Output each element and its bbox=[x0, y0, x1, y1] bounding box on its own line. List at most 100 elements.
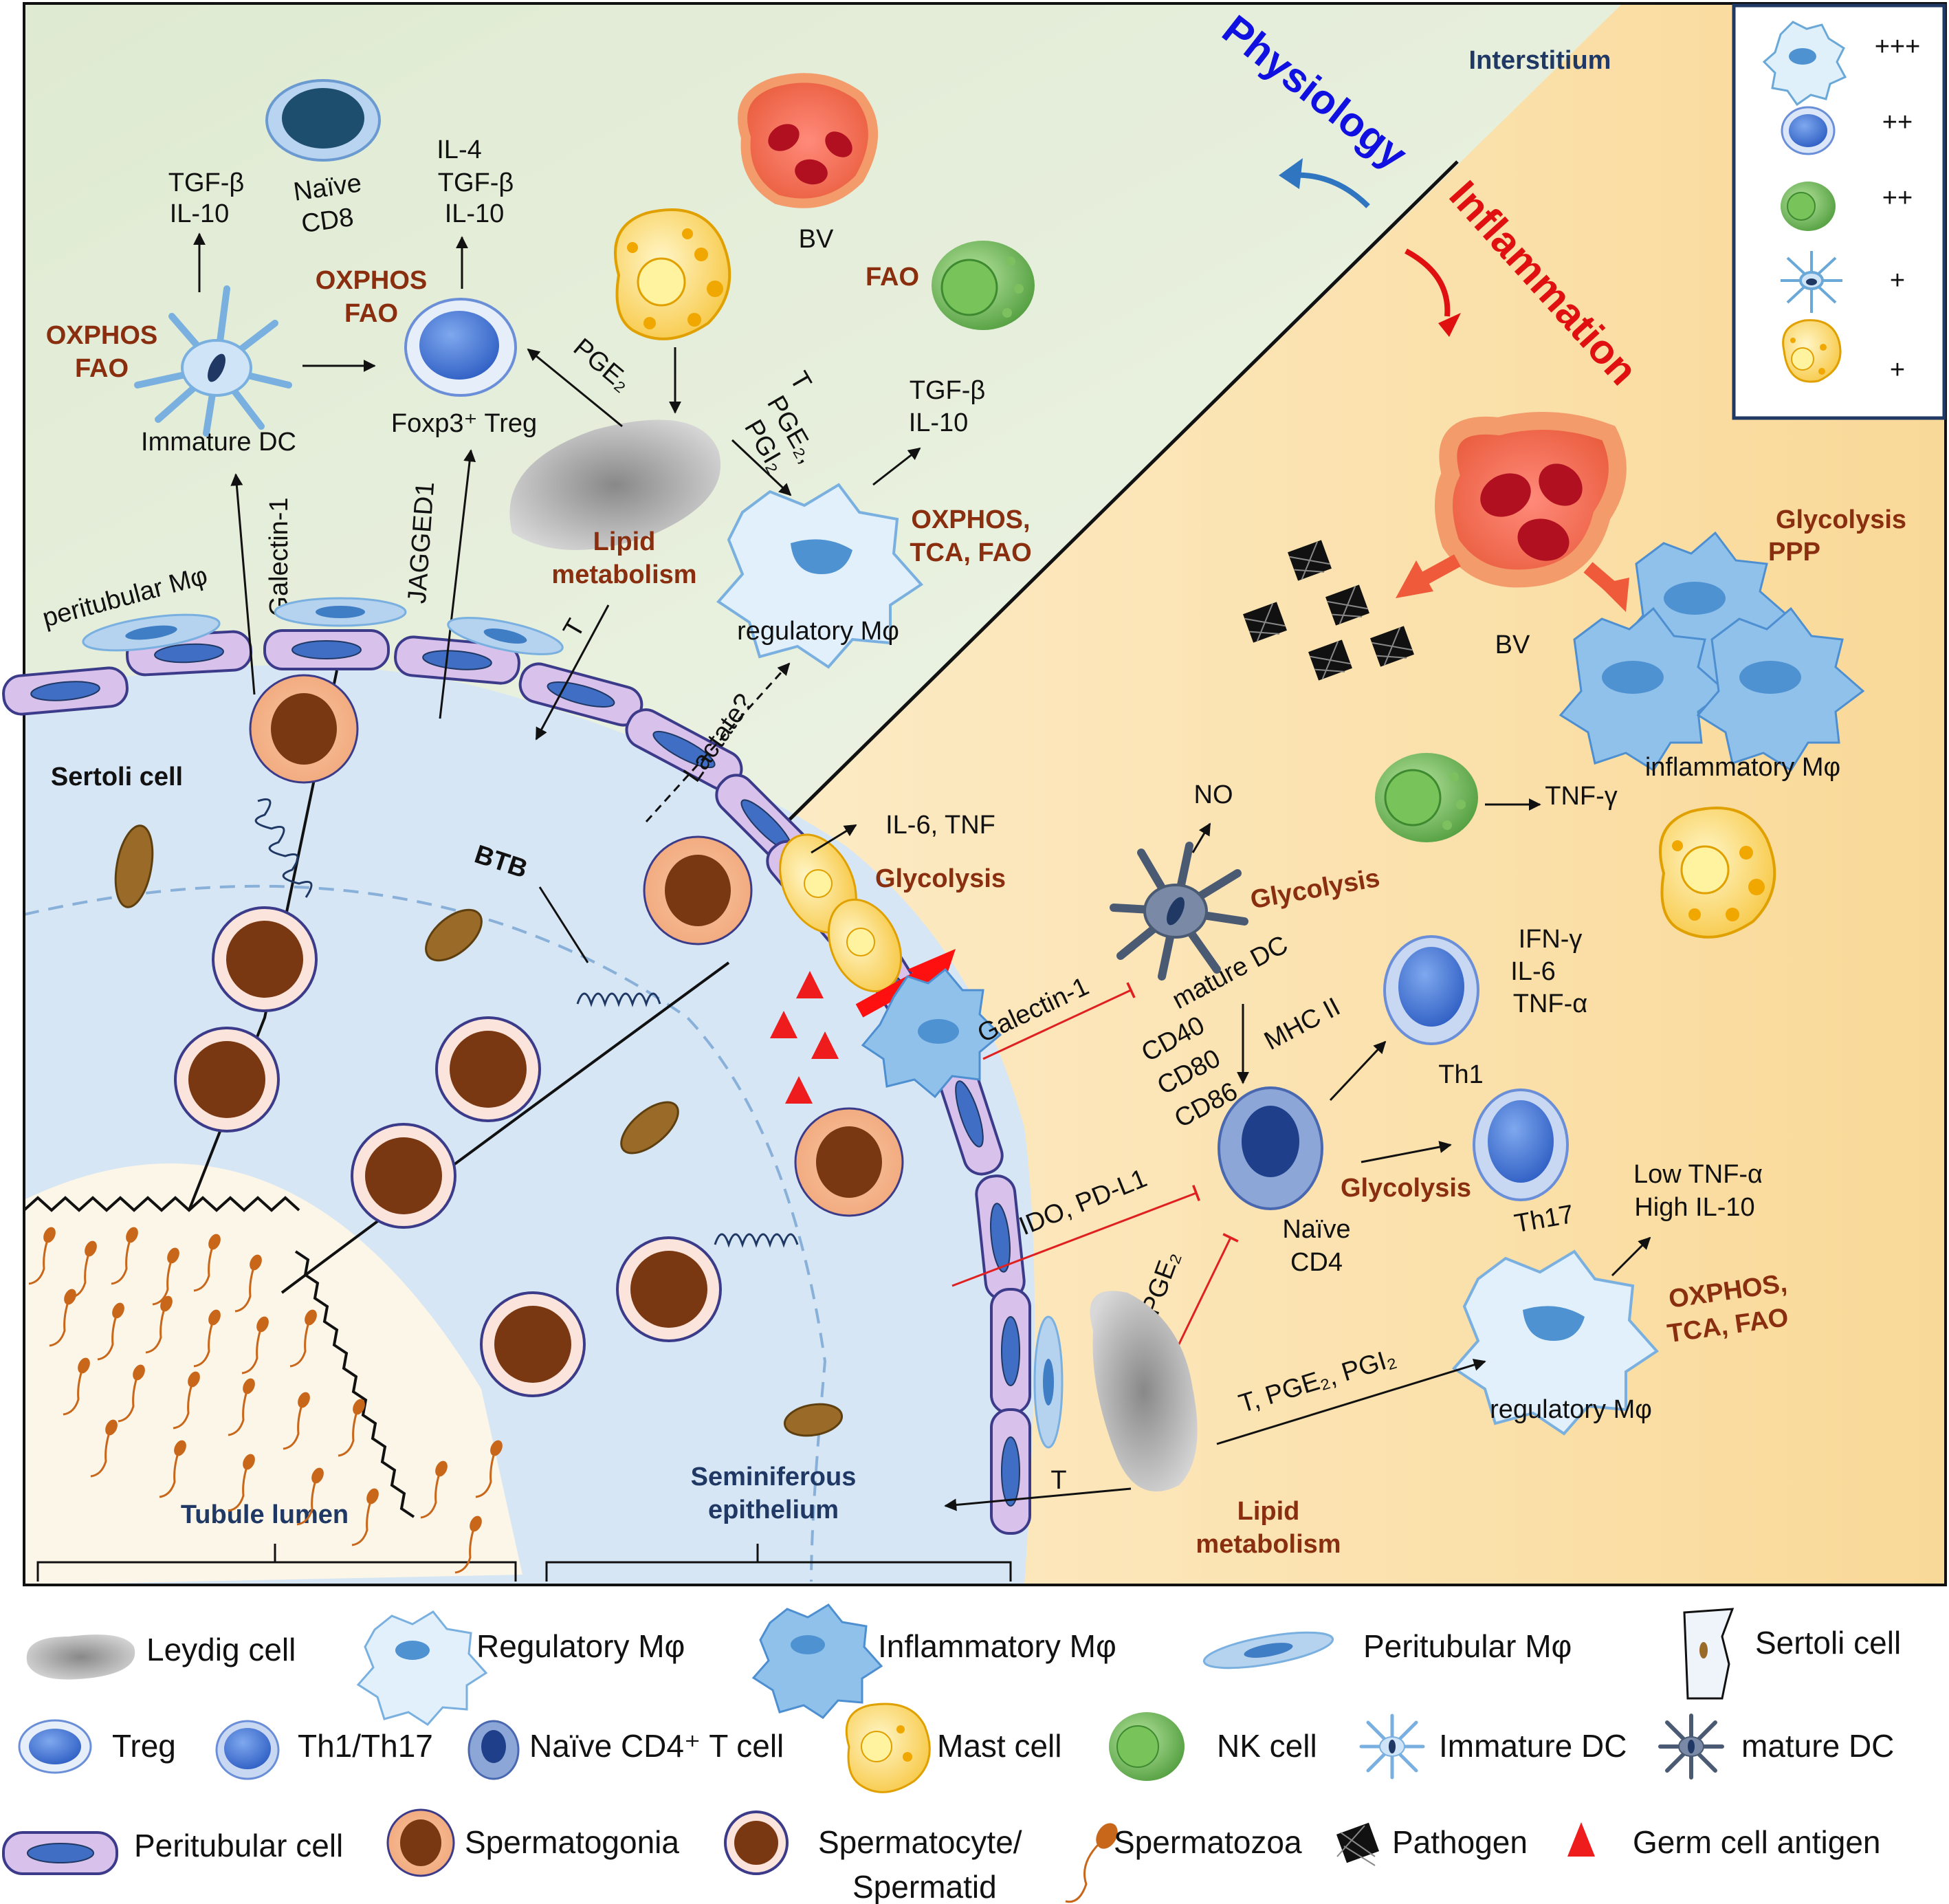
main-frame bbox=[23, 2, 1947, 1586]
pathogen bbox=[1243, 602, 1287, 643]
btb-junctions bbox=[254, 798, 799, 1248]
naive-cd4-label-1: Naïve bbox=[1282, 1215, 1350, 1244]
leydig-to-tubule-infl bbox=[944, 1487, 1132, 1511]
il6-label: IL-6 bbox=[1510, 957, 1555, 986]
spermatozoon bbox=[28, 1227, 56, 1285]
mast-cell-phys bbox=[614, 208, 731, 340]
dc-oxphos: OXPHOS bbox=[46, 321, 158, 350]
sertoli-cell-label: Sertoli cell bbox=[51, 763, 183, 791]
spermatozoon bbox=[296, 1467, 324, 1526]
spermatozoon bbox=[351, 1488, 379, 1546]
spermatozoon bbox=[152, 1247, 179, 1306]
legend-peritubular-mphi: Peritubular Mφ bbox=[1363, 1628, 1572, 1664]
galectin-arrow bbox=[230, 473, 256, 695]
regulatory-mphi-infl bbox=[1451, 1249, 1660, 1436]
regmphi-infl-arrow bbox=[1611, 1236, 1651, 1277]
bv-label-infl: BV bbox=[1495, 631, 1530, 659]
bv-arrow-left-head bbox=[1396, 560, 1433, 598]
peritubular-cell bbox=[990, 1408, 1031, 1535]
legend-inflmphi-icon bbox=[751, 1604, 883, 1719]
spermatozoon bbox=[145, 1295, 173, 1354]
legend-treg: Treg bbox=[112, 1728, 176, 1764]
legend-sertoli: Sertoli cell bbox=[1755, 1625, 1901, 1661]
legend-spermatozoa-icon bbox=[1065, 1823, 1118, 1903]
leydig-lipid-2: metabolism bbox=[551, 560, 696, 589]
treg-oxphos: OXPHOS bbox=[316, 266, 428, 295]
spermatozoon bbox=[475, 1440, 503, 1498]
ido-inhibition bbox=[951, 1185, 1200, 1287]
bv-arrow-right bbox=[1583, 562, 1617, 593]
legend-antigen-icon bbox=[1567, 1822, 1595, 1857]
leydig-to-treg-arrow bbox=[527, 348, 623, 428]
legend-mast: Mast cell bbox=[937, 1728, 1061, 1764]
legend-th: Th1/Th17 bbox=[298, 1728, 433, 1764]
legend-spermatozoa: Spermatozoa bbox=[1114, 1824, 1302, 1860]
regmphi-cytokine-arrow bbox=[872, 447, 921, 486]
leydig-to-regmphi-infl bbox=[1216, 1359, 1486, 1445]
spermatozoon bbox=[228, 1454, 255, 1512]
low-tnf-label: Low TNF-α bbox=[1633, 1160, 1763, 1189]
legend-naive-cd4: Naïve CD4⁺ T cell bbox=[529, 1728, 784, 1764]
legend-immature-dc-icon bbox=[1359, 1714, 1425, 1780]
seminiferous-label-1: Seminiferous bbox=[691, 1463, 857, 1491]
blood-vessel-phys bbox=[738, 73, 878, 208]
cd4-glycolysis: Glycolysis bbox=[1341, 1174, 1471, 1203]
dashed-boundary bbox=[23, 884, 827, 1582]
pathogens bbox=[1243, 540, 1414, 681]
galectin-inhibition bbox=[982, 982, 1136, 1060]
peritubular-mphi-right bbox=[1033, 1315, 1064, 1449]
bv-arrow-left bbox=[1416, 554, 1461, 587]
mast-glycolysis: Glycolysis bbox=[875, 864, 1006, 893]
treg-il4: IL-4 bbox=[437, 135, 481, 164]
regmphi-oxphos: OXPHOS, bbox=[911, 505, 1030, 534]
spermatozoon bbox=[118, 1364, 145, 1423]
leydig-to-sertoli-arrow bbox=[535, 604, 610, 741]
spermatogonium bbox=[249, 674, 359, 784]
spermatozoon bbox=[241, 1316, 269, 1375]
legend-mature-dc-icon bbox=[1658, 1714, 1724, 1780]
germ-cells bbox=[174, 674, 904, 1397]
nk-cell-infl bbox=[1375, 753, 1478, 842]
cd4-to-th1-arrow bbox=[1329, 1040, 1387, 1102]
blood-vessel-infl bbox=[1435, 412, 1627, 588]
btb-pointer bbox=[538, 886, 589, 963]
leydig-infl-lipid-1: Lipid bbox=[1237, 1497, 1300, 1526]
legend-antigen: Germ cell antigen bbox=[1633, 1824, 1881, 1860]
spermatozoon bbox=[173, 1371, 200, 1430]
regmphi-tca: TCA, FAO bbox=[910, 538, 1031, 567]
foxp3-treg-label: Foxp3⁺ Treg bbox=[391, 409, 537, 438]
legend-peritubular-mphi-icon bbox=[1202, 1631, 1334, 1670]
legend-row-2: ++ bbox=[1882, 108, 1913, 137]
mature-dc-cell bbox=[1110, 842, 1248, 981]
leydig-to-regmphi-arrow bbox=[731, 439, 792, 496]
treg-icon bbox=[1781, 106, 1836, 155]
reg-mphi-phys-label: regulatory Mφ bbox=[737, 617, 899, 646]
lactate-dashed-arrow bbox=[645, 662, 791, 823]
mast-cells-infl bbox=[779, 833, 903, 993]
treg-fao: FAO bbox=[344, 299, 398, 328]
legend-row-5: + bbox=[1890, 355, 1905, 384]
treg-il10: IL-10 bbox=[445, 199, 505, 228]
peritubular-cell bbox=[990, 1288, 1031, 1414]
spermatozoon bbox=[420, 1460, 448, 1519]
spermatozoon bbox=[49, 1289, 76, 1347]
dc-fao: FAO bbox=[75, 354, 129, 383]
th1-cell bbox=[1383, 935, 1479, 1045]
tnfa-label: TNF-α bbox=[1513, 989, 1588, 1018]
spermatozoon bbox=[90, 1419, 118, 1478]
naive-cd4-label-2: CD4 bbox=[1290, 1248, 1343, 1277]
spermatozoon bbox=[193, 1309, 221, 1368]
regmphi-tgfb: TGF-β bbox=[910, 376, 986, 405]
spermatozoon bbox=[63, 1357, 90, 1416]
legend-pathogen-icon bbox=[1336, 1822, 1380, 1866]
legend-sertoli-icon bbox=[1683, 1608, 1735, 1700]
legend-regmphi: Regulatory Mφ bbox=[476, 1628, 685, 1664]
legend-spermatocyte-icon bbox=[724, 1810, 789, 1875]
leydig-infl-lipid-2: metabolism bbox=[1196, 1530, 1341, 1559]
immature-dc-label: Immature DC bbox=[141, 428, 296, 457]
legend-mast-icon bbox=[845, 1703, 931, 1793]
pathogen bbox=[1288, 540, 1332, 581]
inflammation-arrow bbox=[1405, 248, 1451, 317]
spermatozoon bbox=[234, 1254, 262, 1313]
ifn-label: IFN-γ bbox=[1519, 925, 1583, 954]
